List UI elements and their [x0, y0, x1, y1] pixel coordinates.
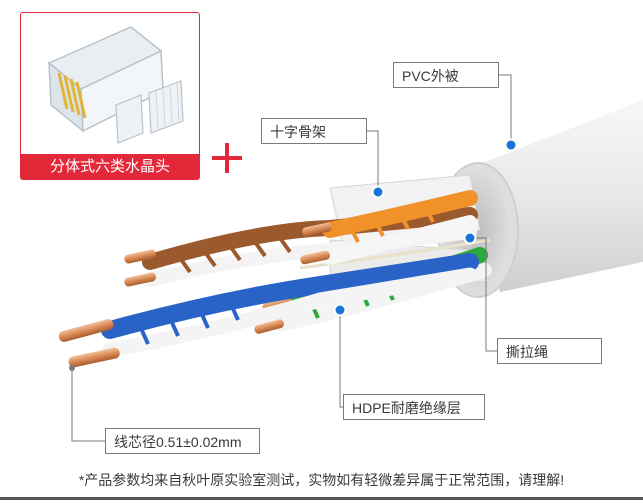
blue-pair-white-wire — [102, 267, 478, 358]
blue-copper-tip — [58, 319, 114, 342]
blue-pair-wire — [101, 253, 479, 339]
brown-twist-marks — [178, 236, 292, 274]
core-diameter-label: 线芯径0.51±0.02mm — [105, 428, 260, 454]
orange-pair-white-wire — [323, 215, 477, 265]
orange-twist-marks — [348, 205, 435, 243]
blue-white-copper-tip — [68, 347, 120, 368]
blue-twist-marks — [138, 301, 240, 345]
product-inset: 分体式六类水晶头 — [20, 12, 200, 180]
bottom-divider — [0, 497, 643, 500]
rj45-plug-icon — [47, 26, 184, 144]
plus-icon — [212, 143, 242, 173]
product-title: 分体式六类水晶头 — [21, 154, 199, 179]
orange-copper-tip — [302, 222, 332, 237]
green-white-copper-tip — [254, 319, 284, 334]
orange-white-copper-tip — [300, 250, 330, 265]
brown-copper-tip — [124, 249, 156, 264]
brown-pair-white-wire — [143, 225, 477, 287]
hdpe-insulation-label: HDPE耐磨绝缘层 — [343, 394, 485, 420]
brown-white-copper-tip — [124, 272, 156, 287]
cross-frame-label: 十字骨架 — [261, 118, 367, 144]
pvc-jacket-label: PVC外被 — [393, 62, 499, 88]
callout-dots — [69, 138, 518, 371]
leader-lines — [71, 74, 512, 442]
disclaimer-text: *产品参数均来自秋叶原实验室测试，实物如有轻微差异属于正常范围，请理解! — [78, 472, 565, 488]
rip-cord-label: 撕拉绳 — [497, 338, 602, 364]
